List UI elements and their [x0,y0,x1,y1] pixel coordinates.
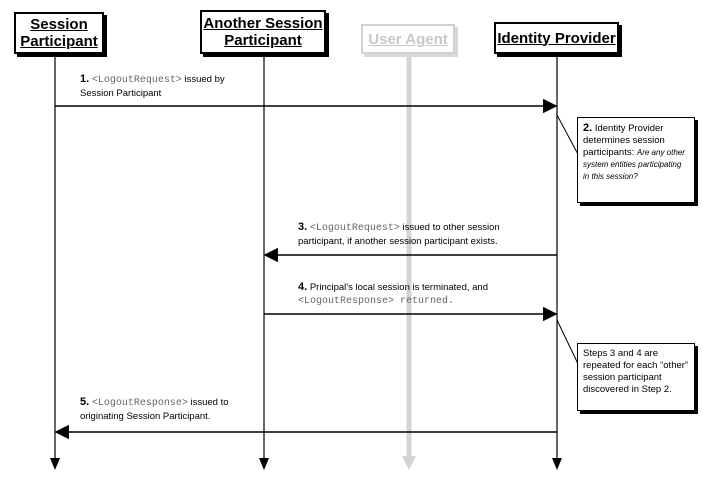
message-text: Session Participant [80,88,162,99]
actor-label: Session Participant [20,16,98,50]
message-text: participant, if another session particip… [298,236,498,247]
message-text: issued by [181,74,225,85]
message-code: <LogoutResponse> returned. [298,296,455,307]
message-text: originating Session Participant. [80,411,211,422]
note-text: Steps 3 and 4 are repeated for each “oth… [583,348,689,395]
note-step-2: 2. Identity Provider determines session … [577,117,695,203]
lifeline-end-arrow [552,458,562,470]
step-number: 1. [80,73,90,85]
actor-label: Identity Provider [497,29,616,47]
message-text: Principal's local session is terminated,… [307,282,489,293]
step-number: 3. [298,221,308,233]
note-question: Are any other system entities participat… [583,148,685,181]
lifeline-end-arrow [402,456,416,470]
step-number: 5. [80,396,90,408]
message-code: <LogoutResponse> [91,398,188,409]
lifeline-end-arrow [259,458,269,470]
actor-user-agent: User Agent [361,24,455,54]
message-step-5: 5. <LogoutResponse> issued to originatin… [80,396,300,423]
note-repeat-steps: Steps 3 and 4 are repeated for each “oth… [577,343,695,411]
message-text: issued to [187,397,229,408]
actor-another-session-participant: Another Session Participant [200,10,326,54]
note-text: determines session [583,135,665,146]
message-step-4: 4. Principal's local session is terminat… [298,281,548,308]
message-text: issued to other session [399,222,500,233]
actor-session-participant: Session Participant [14,12,104,54]
step-number: 4. [298,281,308,293]
note-connector-steps-3-4 [556,319,581,369]
actor-label: Another Session Participant [203,15,323,49]
actor-identity-provider: Identity Provider [494,22,619,54]
actor-label: User Agent [368,30,448,48]
lifeline-end-arrow [50,458,60,470]
message-step-3: 3. <LogoutRequest> issued to other sessi… [298,221,548,248]
note-connector-step-2 [556,114,581,159]
message-code: <LogoutRequest> [309,223,400,234]
step-number: 2. [583,122,593,134]
message-code: <LogoutRequest> [91,75,182,86]
message-step-1: 1. <LogoutRequest> issued by Session Par… [80,73,280,100]
note-text: Identity Provider [592,123,664,134]
note-text: participants: [583,147,637,158]
